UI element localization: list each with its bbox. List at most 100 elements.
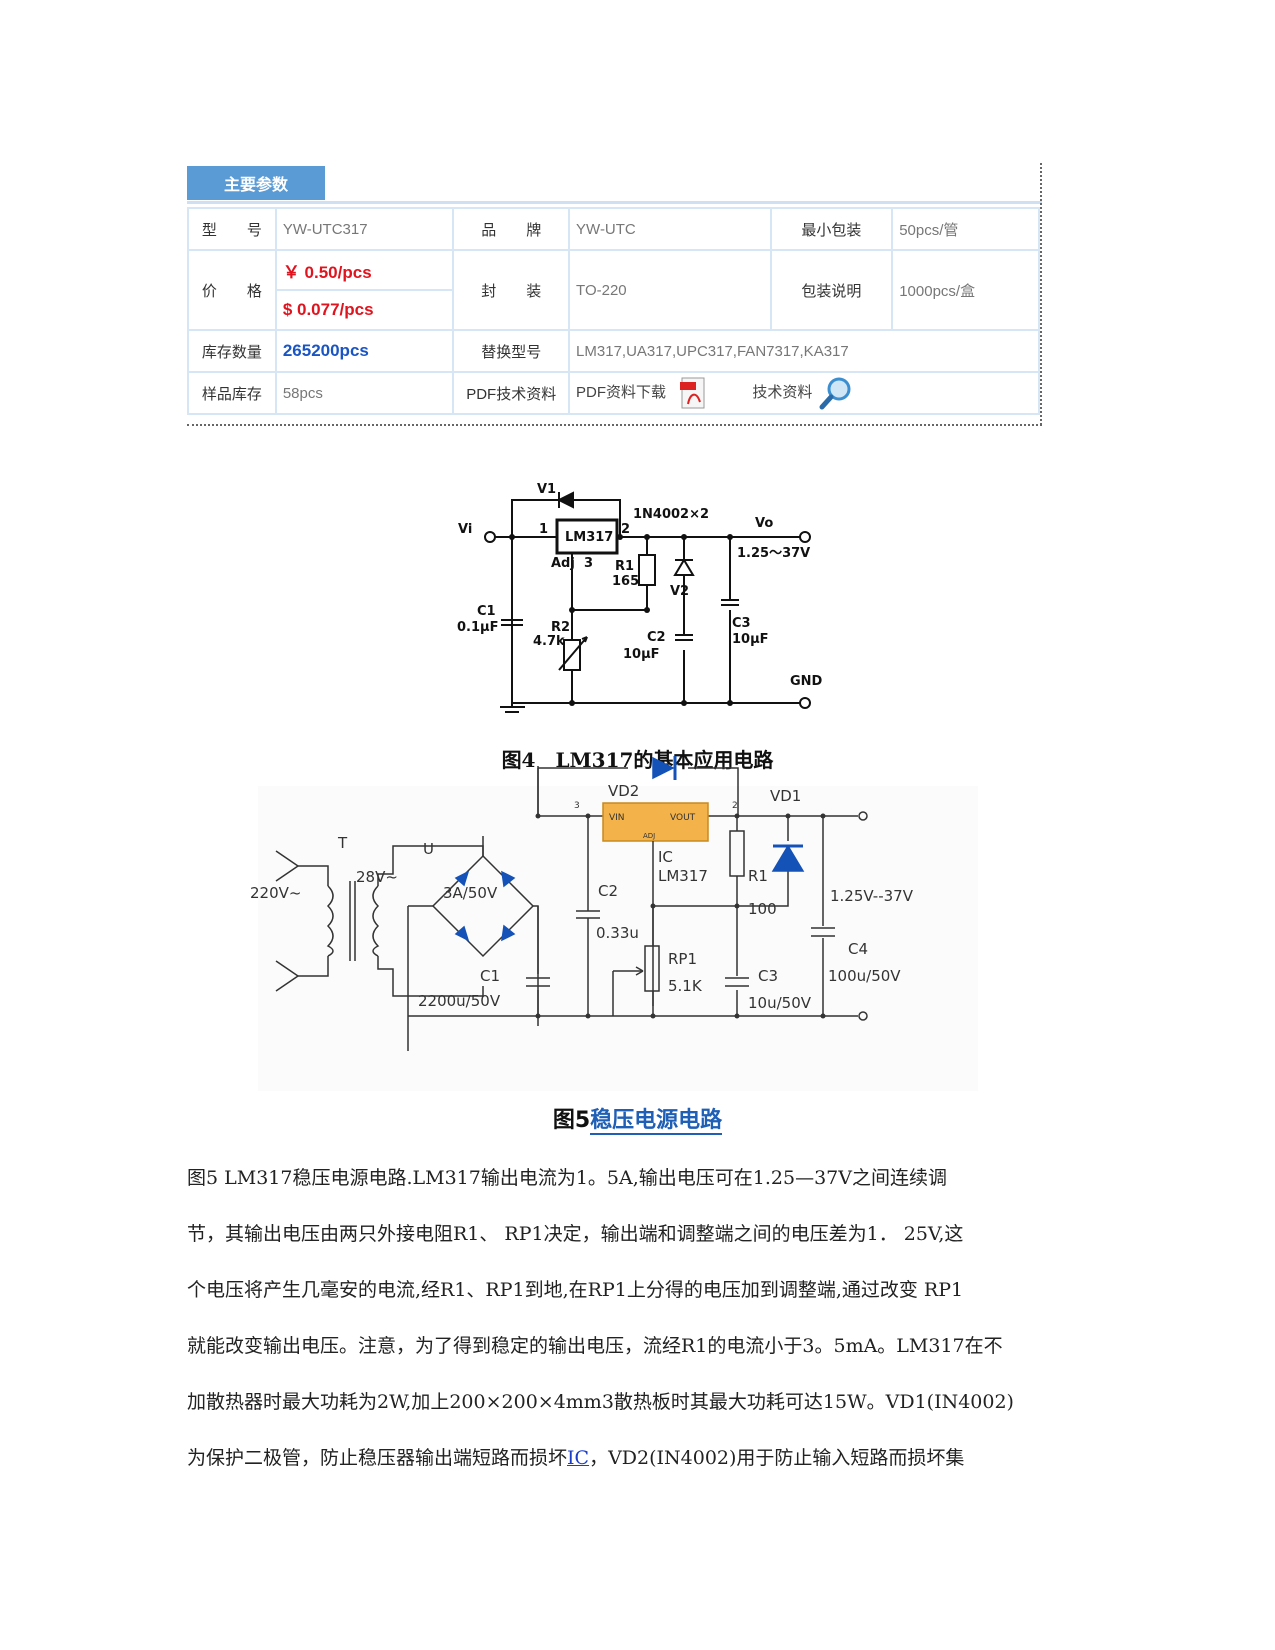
model-value: YW-UTC317 [274,207,455,251]
lm317-basic-circuit-diagram: V1 Vi 1 2 LM317 Adj 3 1N4002×2 Vo 1.25～3… [457,482,823,713]
c1-label: C1 [480,967,500,985]
pin2-label: 2 [621,522,630,537]
c2-value: 0.33u [596,924,639,942]
vd1-label: VD1 [770,787,801,805]
brand-label: 品 牌 [452,207,571,251]
tech-docs-link[interactable]: 技术资料 [752,383,813,401]
stock-label: 库存数量 [187,329,277,373]
package-label: 封 装 [452,249,571,331]
c3-value: 10u/50V [748,994,812,1012]
rp1-value: 5.1K [668,977,703,995]
ac-220v-label: 220V~ [250,884,301,902]
price-usd: $ 0.077/pcs [282,300,374,319]
pin1-label: 1 [539,522,548,537]
bridge-rating: 3A/50V [443,884,498,902]
sample-label: 样品库存 [187,371,277,415]
pack-desc-label: 包装说明 [769,249,894,331]
vd2-label: VD2 [608,782,639,800]
min-pack-label: 最小包装 [769,207,894,251]
stock-value: 265200pcs [282,341,369,360]
line6-text-a: 为保护二极管，防止稳压器输出端短路而损坏 [187,1447,568,1469]
c4-label: C4 [848,940,868,958]
table-right-border [1040,163,1042,425]
c2-value: 10μF [623,647,660,662]
model-label: 型 号 [187,207,277,251]
paragraph-line-6: 为保护二极管，防止稳压器输出端短路而损坏IC，VD2(IN4002)用于防止输入… [187,1430,1087,1486]
c1-value: 2200u/50V [418,992,501,1010]
gnd-label: GND [790,674,823,689]
c3-label: C3 [758,967,778,985]
chip-label: LM317 [658,867,708,885]
pdf-icon[interactable] [680,376,708,410]
table-bottom-border [187,424,1042,426]
table-row: $ 0.077/pcs [188,289,1039,331]
c2-label: C2 [647,630,666,645]
r1-value: 165 [612,574,639,589]
tab-underline [187,201,1042,204]
r1-label: R1 [748,867,768,885]
transformer-label: T [337,834,348,852]
body-text: 图5 LM317稳压电源电路.LM317输出电流为1。5A,输出电压可在1.25… [187,1150,1087,1486]
min-pack-value: 50pcs/管 [891,207,1040,251]
r1-value: 100 [748,900,777,918]
price-cny: ￥ 0.50/pcs [282,262,372,282]
ic-label: IC [658,848,673,866]
c3-label: C3 [732,616,751,631]
vi-label: Vi [458,522,472,537]
v2-label: V2 [670,584,689,599]
r2-label: R2 [551,620,570,635]
pdf-download-link[interactable]: PDF资料下载 [576,383,667,401]
v1-label: V1 [537,482,556,497]
replace-value: LM317,UA317,UPC317,FAN7317,KA317 [568,329,1040,373]
adj-label: ADJ [643,832,655,840]
range-label: 1.25～37V [737,546,810,561]
sample-value: 58pcs [274,371,455,415]
figure-4-caption: 图4 LM317的基本应用电路 [501,748,774,772]
c2-label: C2 [598,882,618,900]
vin-label: VIN [609,813,625,823]
rp1-label: RP1 [668,950,697,968]
package-value: TO-220 [568,249,772,331]
paragraph-line-4: 就能改变输出电压。注意，为了得到稳定的输出电压，流经R1的电流小于3。5mA。L… [187,1335,1003,1357]
c1-label: C1 [477,604,496,619]
c3-value: 10μF [732,632,769,647]
pin3-label: 3 [584,556,593,571]
range-label: 1.25V--37V [830,887,914,905]
diodes-label: 1N4002×2 [633,507,709,522]
ic-link[interactable]: IC [567,1447,590,1469]
table-row: 型 号 YW-UTC317 品 牌 YW-UTC 最小包装 50pcs/管 [187,207,1040,251]
replace-label: 替换型号 [452,329,571,373]
pdf-label: PDF技术资料 [452,371,571,415]
main-params-tab[interactable]: 主要参数 [187,166,325,200]
node2-label: 2 [732,801,738,811]
table-row: 价 格 ￥ 0.50/pcs 封 装 TO-220 包装说明 1000pcs/盒 [187,249,1040,331]
r1-label: R1 [615,559,634,574]
brand-value: YW-UTC [568,207,772,251]
table-row: 库存数量 265200pcs 替换型号 LM317,UA317,UPC317,F… [187,329,1040,373]
figure-5-caption: 图5稳压电源电路 [0,1102,1275,1135]
paragraph-line-3: 个电压将产生几毫安的电流,经R1、RP1到地,在RP1上分得的电压加到调整端,通… [187,1279,964,1301]
parameter-table-panel: 主要参数 型 号 YW-UTC317 品 牌 YW-UTC 最小包装 50pcs… [187,163,1042,428]
ac-28v-label: 28V~ [356,868,398,886]
figure-5-caption-prefix: 图5 [552,1108,591,1133]
r2-value: 4.7k [533,634,565,649]
bridge-label: U [423,840,434,858]
parameter-table: 型 号 YW-UTC317 品 牌 YW-UTC 最小包装 50pcs/管 价 … [187,207,1040,415]
figure-5-caption-link[interactable]: 稳压电源电路 [590,1108,723,1135]
pack-desc-value: 1000pcs/盒 [891,249,1040,331]
table-row: 样品库存 58pcs PDF技术资料 PDF资料下载 技术资料 [187,371,1040,415]
paragraph-line-2: 节，其输出电压由两只外接电阻R1、 RP1决定，输出端和调整端之间的电压差为1．… [187,1223,964,1245]
chip-label: LM317 [565,530,613,545]
regulated-power-supply-diagram: VD2 VD1 T U 28V~ 220V~ 3A/50V 3 2 VIN VO… [250,756,978,1091]
adj-label: Adj [551,556,575,571]
paragraph-line-5: 加散热器时最大功耗为2W,加上200×200×4mm3散热板时其最大功耗可达15… [187,1391,1014,1413]
c4-value: 100u/50V [828,967,901,985]
vo-label: Vo [755,516,773,531]
c1-value: 0.1μF [457,620,498,635]
line6-text-b: ，VD2(IN4002)用于防止输入短路而损坏集 [589,1447,965,1469]
node3-label: 3 [574,801,580,811]
vout-label: VOUT [670,813,696,823]
paragraph-line-1: 图5 LM317稳压电源电路.LM317输出电流为1。5A,输出电压可在1.25… [187,1167,947,1189]
magnifier-icon[interactable] [819,376,853,410]
price-label: 价 格 [187,249,277,331]
